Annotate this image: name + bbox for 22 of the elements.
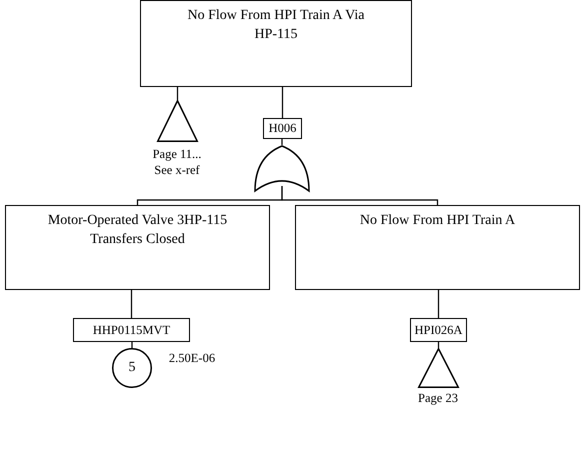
connector-line — [282, 87, 284, 118]
probability-value: 2.50E-06 — [168, 350, 216, 366]
or-gate — [254, 145, 310, 192]
event-id: HPI026A — [414, 322, 462, 338]
event-description: No Flow From HPI Train A — [360, 212, 516, 230]
event-box — [295, 205, 580, 290]
event-id: H006 — [268, 121, 296, 136]
event-description: No Flow From HPI Train A Via HP-115 — [186, 7, 366, 44]
event-box — [140, 0, 412, 87]
event-description: Motor-Operated Valve 3HP-115 Transfers Closed — [46, 212, 228, 249]
event-id-box — [410, 318, 467, 342]
connector-line — [130, 290, 132, 318]
event-box — [5, 205, 270, 290]
event-id-box — [263, 118, 302, 139]
event-number: 5 — [128, 360, 136, 376]
connector-line — [176, 87, 178, 100]
connector-line — [281, 186, 438, 205]
page-reference: Page 23 — [417, 390, 459, 406]
page-reference: Page 11... See x-ref — [152, 146, 202, 178]
event-id-box — [73, 318, 190, 342]
event-id: HHP0115MVT — [92, 322, 170, 338]
connector-line — [438, 290, 440, 318]
